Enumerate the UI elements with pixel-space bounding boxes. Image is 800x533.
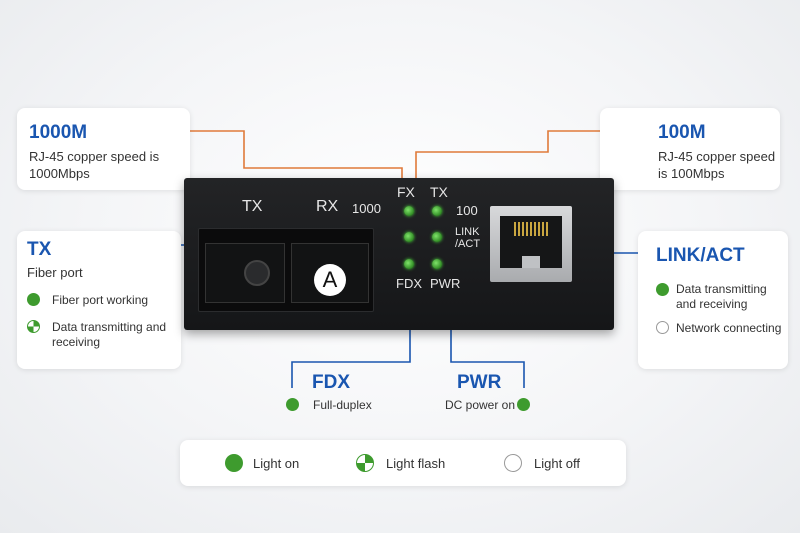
legend-light-off-label: Light off — [534, 456, 581, 471]
legend-light-off-icon — [504, 454, 522, 472]
badge-a: A — [314, 264, 346, 296]
callout-100m: 100M RJ-45 copper speed is 100Mbps — [600, 108, 780, 190]
callout-tx: TX Fiber port Fiber port working Data tr… — [17, 231, 181, 369]
pwr-light-on-icon — [517, 398, 530, 411]
fiber-ferrule — [244, 260, 270, 286]
fdx-light-on-icon — [286, 398, 299, 411]
callout-linkact: LINK/ACT Data transmitting and receiving… — [638, 231, 788, 369]
callout-100m-title: 100M — [658, 122, 706, 143]
media-converter-device: TX RX 1000 A FX TX 100 LINK /ACT FDX PWR — [184, 178, 614, 330]
rj45-port — [490, 206, 572, 282]
callout-linkact-title: LINK/ACT — [656, 245, 745, 266]
light-flash-icon — [27, 320, 40, 333]
connector-100m — [415, 130, 612, 180]
callout-linkact-item-2: Network connecting — [676, 321, 782, 335]
callout-tx-item-1: Fiber port working — [52, 293, 149, 307]
light-on-icon — [656, 283, 669, 296]
callout-linkact-item-1: Data transmitting and receiving — [676, 282, 767, 311]
led-tx-100 — [432, 206, 442, 216]
device-tx-label: TX — [242, 198, 263, 215]
callout-1000m-title: 1000M — [29, 122, 88, 143]
device-speed-100: 100 — [456, 203, 478, 218]
device-fdx-label: FDX — [396, 276, 422, 291]
led-pwr — [432, 259, 442, 269]
callout-1000m: 1000M RJ-45 copper speed is 1000Mbps — [17, 108, 190, 190]
legend-light-flash-label: Light flash — [386, 456, 446, 471]
legend-light-flash-icon — [356, 454, 374, 472]
fiber-port-tx-socket — [205, 243, 285, 303]
device-fx-label: FX — [397, 184, 415, 200]
rj45-socket — [500, 216, 562, 268]
legend: Light on Light flash Light off — [180, 440, 626, 486]
callout-tx-title: TX — [27, 239, 52, 260]
legend-light-on-label: Light on — [253, 456, 300, 471]
callout-tx-subtitle: Fiber port — [27, 265, 83, 280]
fdx-text: Full-duplex — [313, 398, 372, 412]
light-off-icon — [656, 321, 669, 334]
legend-light-on-icon — [225, 454, 243, 472]
badge-a-label: A — [322, 267, 338, 292]
led-fdx — [404, 259, 414, 269]
device-rx-label: RX — [316, 198, 339, 215]
pwr-text: DC power on — [445, 398, 516, 412]
rj45-latch — [522, 256, 540, 268]
pwr-title: PWR — [457, 372, 502, 393]
device-link-act-label: LINK /ACT — [455, 226, 481, 250]
device-pwr-label: PWR — [430, 276, 461, 291]
fdx-title: FDX — [312, 372, 350, 393]
callout-100m-text: RJ-45 copper speed is 100Mbps — [658, 149, 776, 181]
fiber-port — [198, 228, 374, 312]
rj45-contacts — [514, 222, 548, 236]
callout-tx-item-2: Data transmitting and receiving — [52, 320, 167, 349]
connector-1000m — [100, 130, 403, 180]
led-fx-1000 — [404, 206, 414, 216]
led-tx-link — [432, 232, 442, 242]
light-on-icon — [27, 293, 40, 306]
callout-1000m-text: RJ-45 copper speed is 1000Mbps — [29, 149, 160, 181]
led-fx-link — [404, 232, 414, 242]
device-speed-1000: 1000 — [352, 201, 381, 216]
device-tx2-label: TX — [430, 184, 448, 200]
